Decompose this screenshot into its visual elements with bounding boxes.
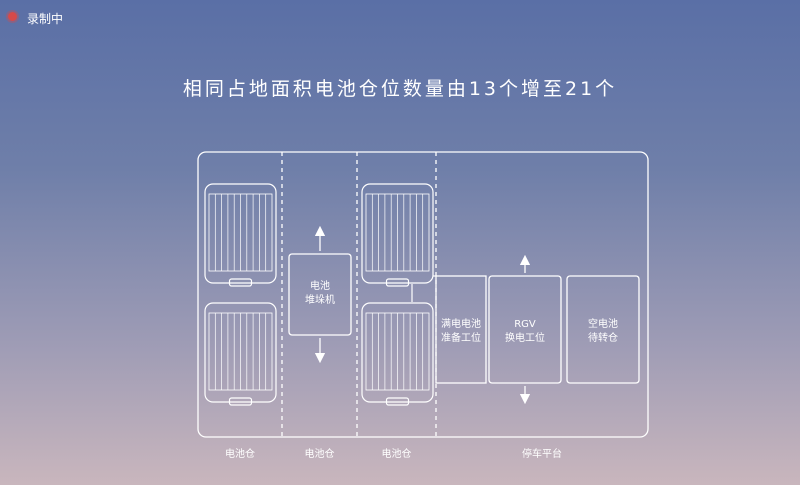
slide-title: 相同占地面积电池仓位数量由13个增至21个 <box>182 78 618 100</box>
warehouse-mid-label: 电池仓 <box>304 449 335 460</box>
rgv-station-label: RGV 换电工位 <box>505 319 545 344</box>
ready-station-label: 满电电池 准备工位 <box>441 319 481 344</box>
battery-pack-icon <box>361 183 434 287</box>
empty-station-box <box>566 275 640 384</box>
record-dot-icon <box>8 12 17 21</box>
station-outline <box>197 151 649 438</box>
stacker-box <box>288 253 352 336</box>
warehouse-left-label: 电池仓 <box>225 449 255 460</box>
recording-indicator[interactable]: 录制中 <box>0 0 800 32</box>
parking-platform-label: 停车平台 <box>522 449 562 460</box>
empty-station-label: 空电池 待转仓 <box>588 319 618 344</box>
rgv-station-box <box>488 275 562 384</box>
stacker-label: 电池 堆垛机 <box>305 281 335 306</box>
battery-pack-icon <box>361 302 434 406</box>
ready-station-box <box>435 275 487 384</box>
recording-label: 录制中 <box>27 12 64 26</box>
battery-pack-icon <box>204 183 277 287</box>
warehouse-right-label: 电池仓 <box>381 449 412 460</box>
battery-pack-icon <box>204 302 277 406</box>
